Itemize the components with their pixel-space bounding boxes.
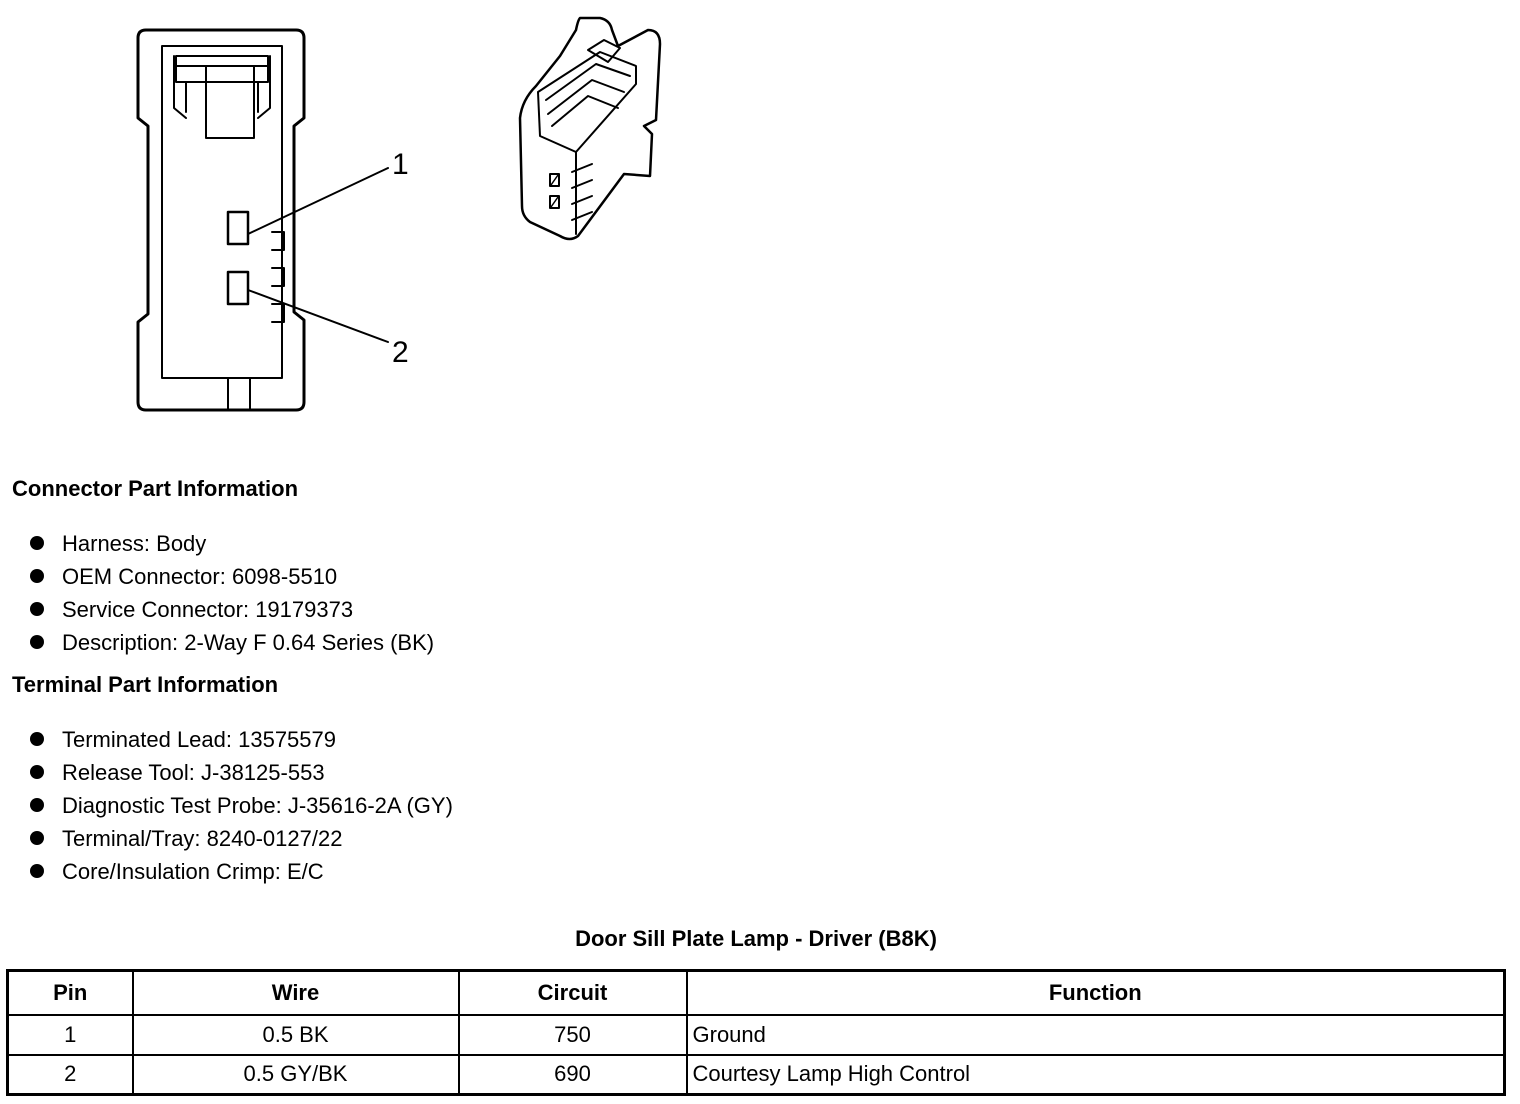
connector-iso-view xyxy=(518,16,662,241)
bullet-icon xyxy=(30,864,44,878)
bullet-icon xyxy=(30,536,44,550)
pinout-table: Pin Wire Circuit Function 1 0.5 BK 750 G… xyxy=(6,969,1506,1096)
list-item: OEM Connector: 6098-5510 xyxy=(30,560,434,593)
connector-info-heading: Connector Part Information xyxy=(12,476,299,501)
list-item-text: Service Connector: 19179373 xyxy=(62,597,354,622)
pin-cavity-1 xyxy=(226,210,250,246)
column-header-function: Function xyxy=(685,969,1506,1016)
bullet-icon xyxy=(30,798,44,812)
column-header-pin: Pin xyxy=(6,969,134,1016)
list-item: Terminated Lead: 13575579 xyxy=(30,723,453,756)
column-header-circuit: Circuit xyxy=(457,969,688,1016)
list-item-text: Terminated Lead: 13575579 xyxy=(62,727,336,752)
bullet-icon xyxy=(30,602,44,616)
cell-function: Courtesy Lamp High Control xyxy=(685,1053,1506,1096)
list-item: Core/Insulation Crimp: E/C xyxy=(30,855,453,888)
pin-cavity-2 xyxy=(226,270,250,306)
table-row: 1 0.5 BK 750 Ground xyxy=(6,1013,1506,1056)
list-item-text: Diagnostic Test Probe: J-35616-2A (GY) xyxy=(62,793,453,818)
cell-wire: 0.5 BK xyxy=(131,1013,460,1056)
list-item-text: Release Tool: J-38125-553 xyxy=(62,760,325,785)
column-header-wire: Wire xyxy=(131,969,460,1016)
table-title: Door Sill Plate Lamp - Driver (B8K) xyxy=(575,926,937,951)
cell-pin: 2 xyxy=(6,1053,134,1096)
list-item: Terminal/Tray: 8240-0127/22 xyxy=(30,822,453,855)
leader-line-1 xyxy=(247,167,389,235)
cell-circuit: 750 xyxy=(457,1013,688,1056)
list-item: Diagnostic Test Probe: J-35616-2A (GY) xyxy=(30,789,453,822)
leader-line-2 xyxy=(247,289,389,343)
cell-wire: 0.5 GY/BK xyxy=(131,1053,460,1096)
list-item-text: Core/Insulation Crimp: E/C xyxy=(62,859,324,884)
bullet-icon xyxy=(30,635,44,649)
list-item-text: Description: 2-Way F 0.64 Series (BK) xyxy=(62,630,435,655)
callout-2: 2 xyxy=(392,336,409,369)
table-header-row: Pin Wire Circuit Function xyxy=(6,969,1506,1016)
terminal-info-list: Terminated Lead: 13575579 Release Tool: … xyxy=(30,723,453,888)
list-item-text: OEM Connector: 6098-5510 xyxy=(62,564,338,589)
list-item-text: Harness: Body xyxy=(62,531,207,556)
list-item: Service Connector: 19179373 xyxy=(30,593,434,626)
table-row: 2 0.5 GY/BK 690 Courtesy Lamp High Contr… xyxy=(6,1053,1506,1096)
bullet-icon xyxy=(30,569,44,583)
bullet-icon xyxy=(30,831,44,845)
connector-face-outline xyxy=(136,28,306,412)
list-item: Description: 2-Way F 0.64 Series (BK) xyxy=(30,626,434,659)
connector-info-list: Harness: Body OEM Connector: 6098-5510 S… xyxy=(30,527,434,659)
list-item-text: Terminal/Tray: 8240-0127/22 xyxy=(62,826,343,851)
cell-pin: 1 xyxy=(6,1013,134,1056)
list-item: Release Tool: J-38125-553 xyxy=(30,756,453,789)
list-item: Harness: Body xyxy=(30,527,434,560)
callout-1: 1 xyxy=(392,148,409,181)
connector-diagram: 1 2 xyxy=(136,16,662,412)
bullet-icon xyxy=(30,732,44,746)
cell-function: Ground xyxy=(685,1013,1506,1056)
cell-circuit: 690 xyxy=(457,1053,688,1096)
terminal-info-heading: Terminal Part Information xyxy=(12,672,279,697)
bullet-icon xyxy=(30,765,44,779)
